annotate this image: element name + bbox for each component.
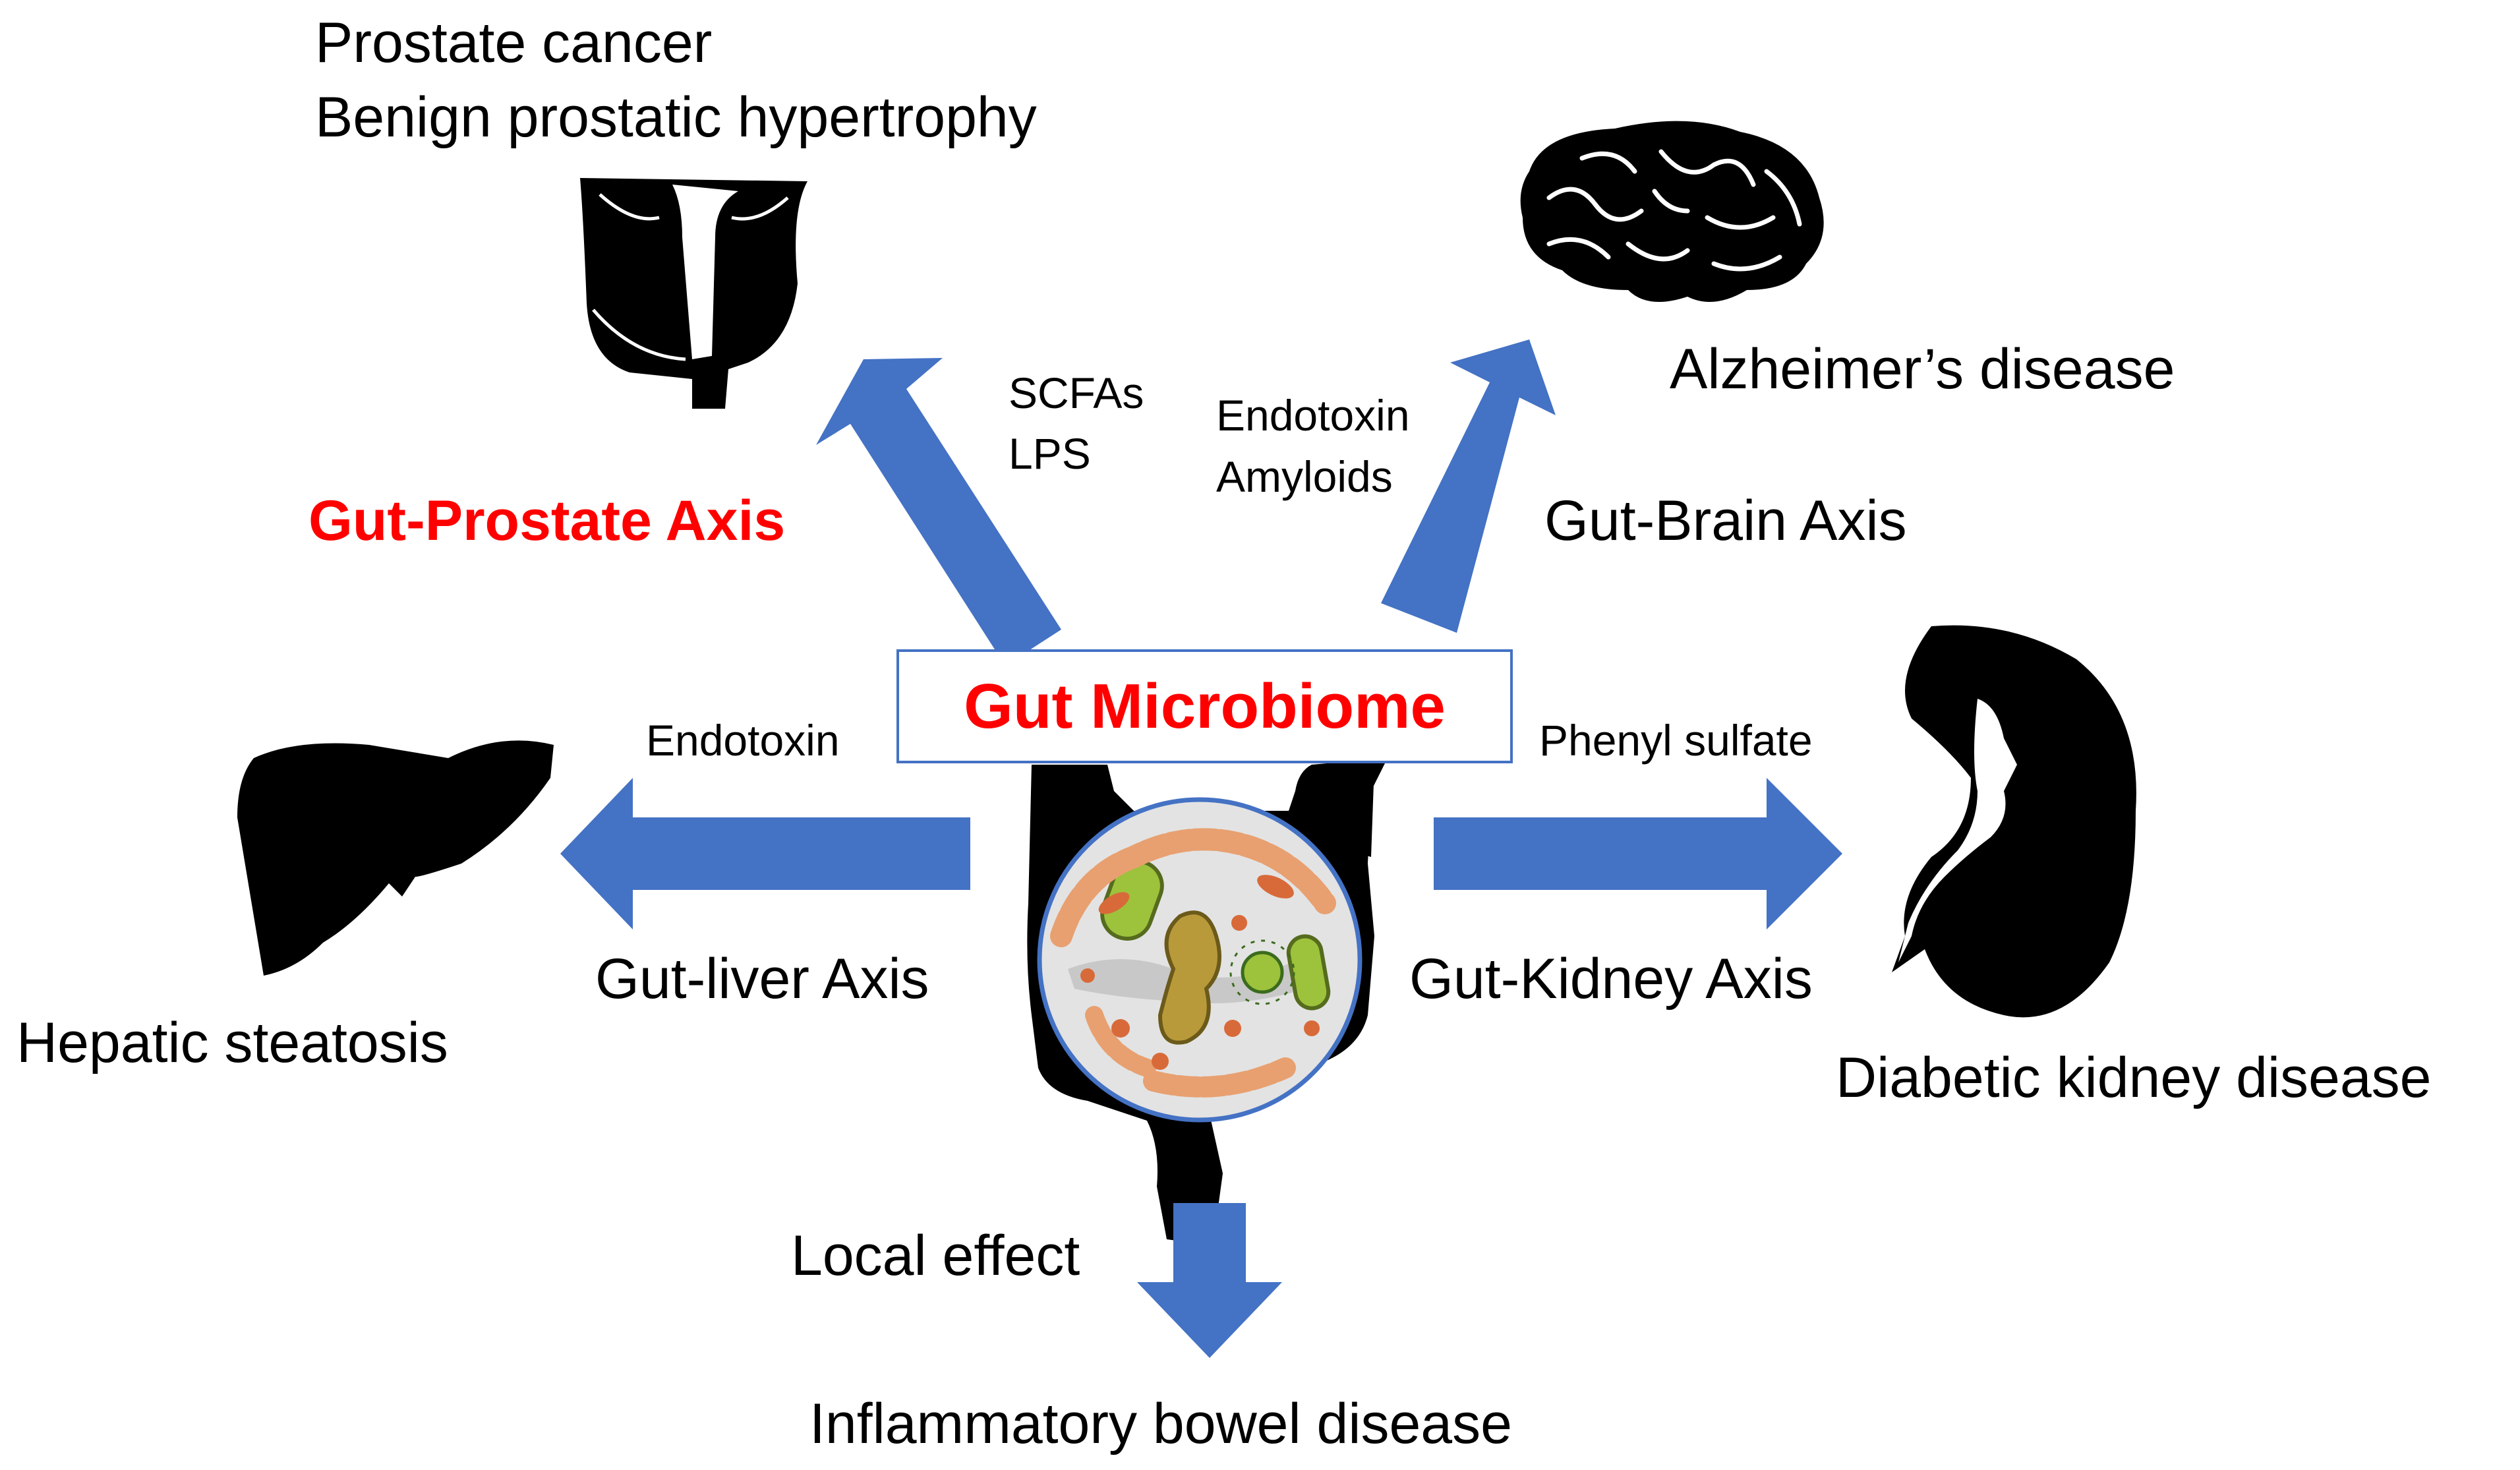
brain-disease: Alzheimer’s disease bbox=[1670, 338, 2175, 401]
prostate-axis-label: Gut-Prostate Axis bbox=[308, 489, 786, 552]
arrow-to-kidney bbox=[1434, 778, 1842, 929]
liver-icon bbox=[237, 740, 554, 976]
bowel-effect-label: Local effect bbox=[791, 1224, 1080, 1287]
liver-axis-label: Gut-liver Axis bbox=[595, 947, 929, 1011]
kidney-icon bbox=[1892, 625, 2136, 1018]
brain-icon bbox=[1520, 121, 1824, 303]
center-title: Gut Microbiome bbox=[964, 670, 1446, 742]
bowel-disease: Inflammatory bowel disease bbox=[809, 1392, 1512, 1455]
kidney-disease: Diabetic kidney disease bbox=[1836, 1046, 2432, 1109]
liver-mediator: Endotoxin bbox=[646, 716, 840, 765]
brain-mediator-1: Endotoxin bbox=[1216, 391, 1410, 440]
arrow-to-brain bbox=[1381, 339, 1556, 633]
arrow-to-liver bbox=[560, 778, 970, 929]
brain-axis-label: Gut-Brain Axis bbox=[1544, 489, 1907, 552]
prostate-icon bbox=[580, 178, 807, 409]
brain-mediator-2: Amyloids bbox=[1216, 452, 1393, 501]
arrow-to-prostate bbox=[816, 358, 1061, 666]
center-box: Gut Microbiome bbox=[896, 649, 1513, 763]
microbiome-circle bbox=[1037, 797, 1363, 1123]
arrow-to-bowel bbox=[1137, 1203, 1282, 1358]
kidney-mediator: Phenyl sulfate bbox=[1539, 716, 1813, 765]
liver-disease: Hepatic steatosis bbox=[16, 1011, 448, 1074]
kidney-axis-label: Gut-Kidney Axis bbox=[1409, 947, 1813, 1011]
prostate-mediator-2: LPS bbox=[1009, 429, 1091, 478]
bacteria-icons bbox=[1050, 828, 1336, 1098]
prostate-disease-2: Benign prostatic hypertrophy bbox=[315, 86, 1037, 149]
prostate-mediator-1: SCFAs bbox=[1009, 368, 1144, 417]
prostate-disease-1: Prostate cancer bbox=[315, 11, 713, 74]
